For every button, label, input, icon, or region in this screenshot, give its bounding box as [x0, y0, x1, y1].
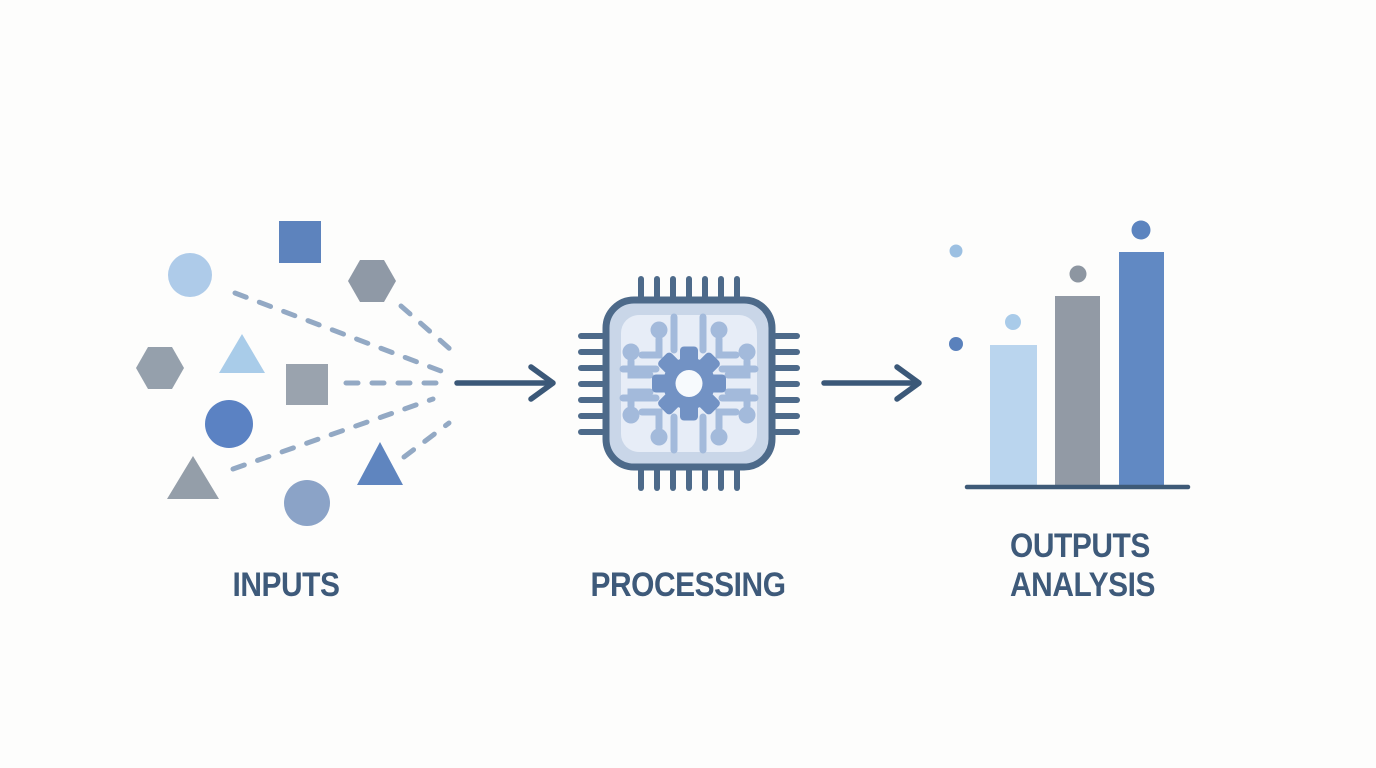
output-bar-chart	[949, 220, 1191, 490]
chip-traces	[619, 313, 759, 454]
dashed-connector	[230, 396, 436, 472]
gear-icon	[652, 346, 726, 421]
dashed-connector	[398, 303, 453, 352]
input-shape-circle	[168, 253, 212, 297]
outputs-label-line2: ANALYSIS	[1010, 566, 1156, 604]
output-bar	[1119, 252, 1164, 485]
input-shape-square	[279, 221, 321, 263]
chip-pins	[578, 276, 800, 491]
arrow-right-icon-2	[821, 364, 922, 402]
output-dot	[1005, 314, 1021, 330]
arrow-head	[528, 364, 556, 402]
outputs-label: OUTPUTS ANALYSIS	[1010, 527, 1155, 605]
input-shape-circle	[205, 400, 253, 448]
input-flow-lines	[230, 290, 453, 472]
outputs-label-line1: OUTPUTS	[1010, 527, 1150, 565]
inputs-label: INPUTS	[232, 566, 340, 604]
input-shape-triangle	[219, 334, 265, 373]
dashed-connector	[401, 420, 452, 460]
input-shape-circle	[284, 480, 330, 526]
dashed-connector	[232, 290, 444, 374]
input-shapes	[136, 221, 403, 526]
input-shape-hexagon	[348, 260, 396, 302]
output-dot	[1131, 220, 1151, 240]
output-bar	[1055, 296, 1100, 485]
output-bar	[990, 345, 1037, 485]
arrow-right-icon-1	[454, 364, 556, 402]
chip-gear-icon	[578, 276, 800, 491]
input-shape-triangle	[357, 442, 403, 485]
input-shape-square	[286, 364, 328, 405]
input-shape-hexagon	[136, 347, 184, 389]
input-shape-triangle	[167, 456, 219, 499]
gear-hole	[675, 370, 703, 397]
output-dot	[949, 337, 963, 351]
processing-label: PROCESSING	[590, 566, 786, 604]
output-dot	[1069, 265, 1087, 283]
arrow-head	[894, 364, 922, 402]
output-dot	[949, 244, 963, 258]
